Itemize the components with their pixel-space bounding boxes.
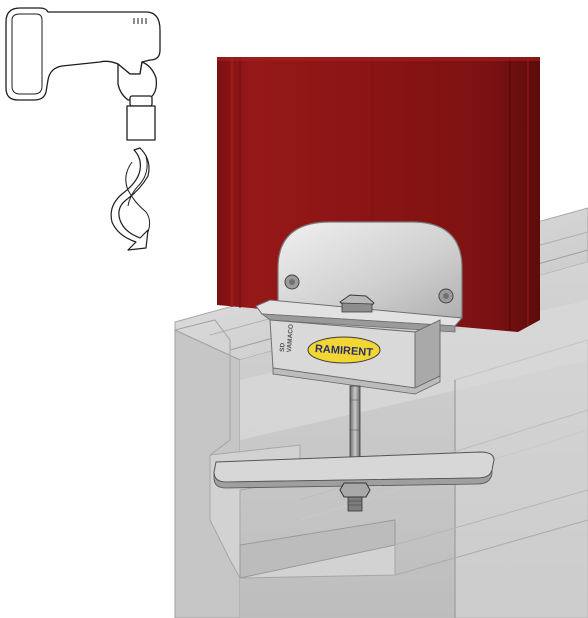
panel-clamp-bracket: RAMIRENT SD VAMACO — [213, 221, 495, 512]
stamp-marking-line1: SD — [279, 342, 287, 352]
steel-profile-beam — [174, 207, 588, 618]
plate-bolt-right — [438, 288, 454, 304]
clockwise-rotation-arrow-icon — [110, 147, 151, 251]
ramirent-badge-label: RAMIRENT — [315, 343, 374, 359]
plate-bolt-left — [284, 274, 300, 290]
bottom-hex-nut — [339, 482, 371, 512]
stamp-marking-line2: VAMACO — [286, 324, 295, 353]
cordless-drill-icon — [5, 7, 161, 141]
top-hex-nut — [339, 294, 375, 313]
ramirent-badge: RAMIRENT — [307, 336, 381, 364]
bottom-clamp-plate — [213, 451, 495, 489]
